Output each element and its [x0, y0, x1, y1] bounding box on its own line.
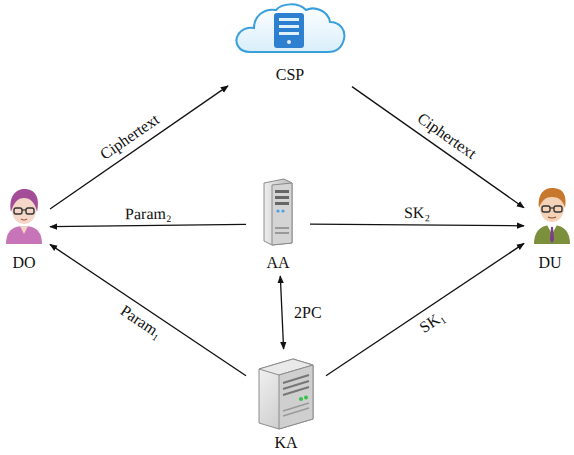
arrow-connector: [50, 224, 246, 226]
entity-label: KA: [250, 434, 322, 452]
arrow-connector: [280, 276, 283, 349]
edge-label: SK₂: [402, 204, 432, 222]
arrow-connector: [326, 243, 524, 375]
entity-node: KA: [250, 353, 322, 452]
entity-node: DO: [2, 182, 46, 272]
edge-label: Param₂: [123, 204, 174, 223]
edge-label: 2PC: [292, 304, 324, 322]
server-icon: [255, 355, 317, 431]
entity-label: DO: [2, 254, 46, 272]
arrow-connector: [352, 87, 524, 208]
data-owner-icon: [4, 184, 44, 244]
server-icon: [260, 177, 296, 247]
edge-label: Param₁: [115, 301, 167, 344]
arrow-connector: [50, 244, 246, 375]
entity-label: CSP: [232, 66, 348, 84]
data-user-icon: [532, 182, 572, 244]
edge-label: SK₁: [415, 306, 450, 338]
cloud-icon: [232, 2, 348, 56]
arrow-connector: [310, 224, 524, 226]
arrow-connector: [50, 86, 228, 209]
entity-node: AA: [250, 176, 306, 272]
entity-node: DU: [528, 180, 572, 272]
entity-node: CSP: [232, 2, 348, 84]
entity-label: AA: [250, 254, 306, 272]
entity-label: DU: [528, 254, 572, 272]
